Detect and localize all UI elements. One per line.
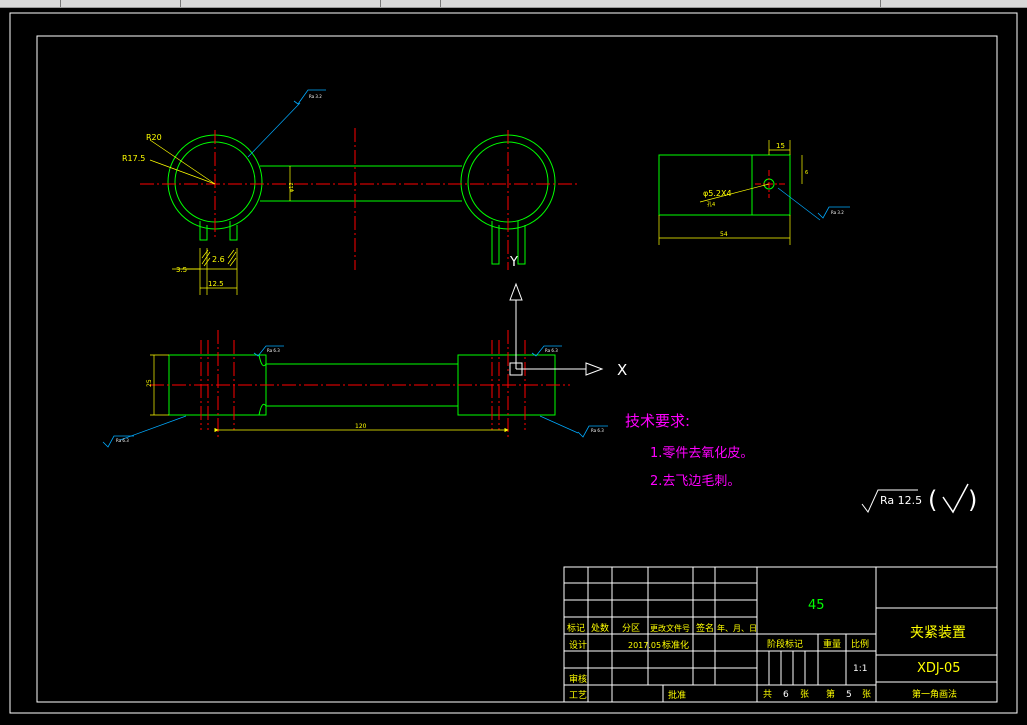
svg-text:5: 5	[846, 690, 852, 700]
tb-stage-label: 阶段标记	[767, 638, 803, 650]
tb-projection: 第一角画法	[912, 688, 957, 700]
dim-height-25: 25	[146, 379, 153, 387]
window-toolbar-strip	[0, 0, 1027, 8]
roughness-top: Ra 3.2	[293, 89, 326, 105]
top-view-dims	[150, 354, 509, 433]
svg-text:张: 张	[862, 689, 871, 700]
roughness-bottom-left: Ra 6.3	[102, 415, 187, 448]
tb-header-date: 年、月、日	[717, 623, 757, 633]
ucs-icon[interactable]	[509, 282, 604, 376]
top-view-centerlines	[150, 330, 570, 440]
roughness-mid-left: Ra 6.3	[253, 345, 284, 357]
front-view	[167, 134, 556, 265]
svg-text:张: 张	[800, 689, 809, 700]
title-block-text: 标记 处数 分区 更改文件号 签名 年、月、日 设计 2017.05 标准化 审…	[567, 622, 757, 701]
toolbar-segment[interactable]	[180, 0, 381, 7]
dim-12-5: 12.5	[208, 280, 224, 288]
dim-3-5: 3.5	[176, 266, 187, 274]
ucs-x-label: X	[617, 361, 627, 379]
right-lug	[491, 221, 526, 265]
tb-review-label: 审核	[569, 673, 587, 685]
tb-weight-label: 重量	[823, 638, 841, 650]
dim-shaft-dia: φ12	[289, 182, 295, 192]
tb-material: 45	[808, 598, 825, 613]
roughness-block: Ra 3.2	[777, 187, 850, 221]
tb-header-count: 处数	[591, 622, 609, 634]
check-symbol	[942, 483, 969, 514]
cad-drawing-canvas[interactable]: R20 R17.5 2.6 3.5 12.5 φ12 Ra 3.2 25 120	[0, 8, 1027, 725]
front-view-centerlines	[140, 128, 580, 270]
tb-drawing-no: XDJ-05	[917, 661, 961, 676]
front-view-dims	[149, 139, 291, 295]
dim-54: 54	[720, 231, 728, 238]
svg-text:共: 共	[763, 689, 772, 700]
toolbar-segment[interactable]	[880, 0, 1027, 7]
tb-header-docno: 更改文件号	[650, 623, 690, 633]
toolbar-segment[interactable]	[60, 0, 181, 7]
ucs-y-label: Y	[509, 255, 518, 270]
dim-small-vert: 6	[805, 170, 808, 176]
svg-text:第: 第	[826, 688, 835, 700]
detail-block	[658, 154, 791, 216]
roughness-top-label: Ra 3.2	[309, 94, 322, 99]
tb-approve-label: 批准	[668, 689, 686, 701]
tb-part-name: 夹紧装置	[910, 625, 966, 641]
tb-process-label: 工艺	[569, 690, 587, 701]
tb-standardize-label: 标准化	[662, 639, 689, 651]
detail-block-dims	[658, 140, 803, 245]
outer-frame	[9, 12, 1018, 714]
roughness-general: Ra 12.5 ( )	[861, 483, 977, 514]
roughness-general-paren-close: )	[968, 486, 977, 514]
toolbar-segment[interactable]	[440, 0, 881, 7]
roughness-bottom-left-label: Ra 6.3	[116, 438, 129, 443]
tb-header-mark: 标记	[567, 622, 585, 634]
toolbar-segment[interactable]	[0, 0, 61, 7]
roughness-mid-right-label: Ra 6.3	[545, 348, 558, 353]
left-lug	[199, 221, 238, 241]
top-leader	[247, 102, 301, 158]
tech-req-item-2: 2.去飞边毛刺。	[650, 474, 740, 489]
roughness-block-label: Ra 3.2	[831, 210, 844, 215]
roughness-mid-left-label: Ra 6.3	[267, 348, 280, 353]
roughness-general-paren-open: (	[928, 486, 937, 514]
roughness-mid-right: Ra 6.3	[531, 345, 562, 357]
detail-block-centerlines	[755, 170, 785, 198]
tech-req-item-1: 1.零件去氧化皮。	[650, 446, 753, 461]
tb-scale-label: 比例	[851, 638, 869, 650]
toolbar-segment[interactable]	[380, 0, 441, 7]
roughness-general-label: Ra 12.5	[880, 494, 922, 507]
tb-header-zone: 分区	[622, 623, 640, 634]
svg-text:6: 6	[783, 690, 789, 700]
tb-sheet: 共 6 张 第 5 张	[763, 688, 871, 700]
tb-header-sign: 签名	[696, 622, 714, 634]
roughness-bottom-right: Ra 6.3	[539, 415, 608, 438]
dim-r17-5: R17.5	[122, 154, 145, 163]
dim-length-120: 120	[355, 423, 367, 430]
tech-req-title: 技术要求:	[625, 412, 690, 430]
dim-hole-spec: φ5.2X4	[703, 189, 732, 198]
tb-design-date: 2017.05	[628, 641, 661, 650]
title-block	[563, 566, 998, 703]
roughness-bottom-right-label: Ra 6.3	[591, 428, 604, 433]
inner-border	[36, 35, 998, 703]
dim-r20: R20	[146, 133, 162, 142]
tb-scale: 1:1	[853, 664, 867, 674]
dim-15: 15	[776, 142, 785, 150]
dim-2-6: 2.6	[212, 255, 225, 264]
dim-hole-sub: 孔4	[707, 201, 715, 208]
tb-design-label: 设计	[569, 639, 587, 651]
